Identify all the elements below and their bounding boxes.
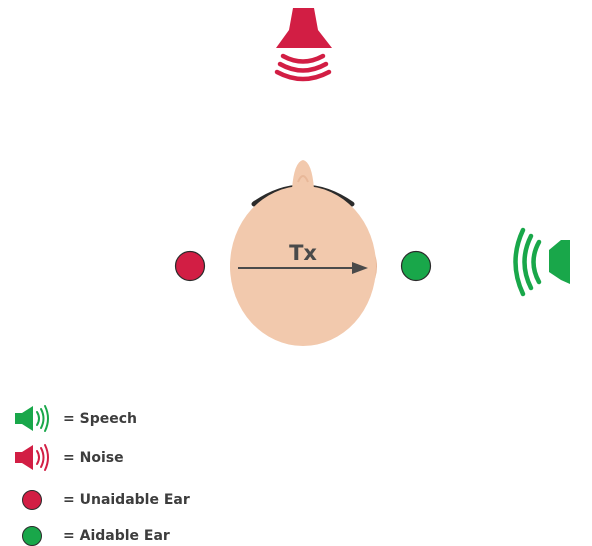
legend-aidable-ear-icon [22, 526, 42, 546]
legend-speech-label: = Speech [63, 411, 137, 427]
head-icon [230, 160, 377, 346]
legend-noise-icon [15, 444, 49, 471]
direction-arrow [238, 262, 368, 274]
legend-noise-label: = Noise [63, 450, 124, 466]
legend-speech-icon [15, 405, 49, 432]
legend-unaidable-ear-label: = Unaidable Ear [63, 492, 190, 508]
speech-speaker-icon [513, 227, 570, 297]
noise-speaker-icon [274, 8, 332, 82]
legend-aidable-ear-label: = Aidable Ear [63, 528, 170, 544]
legend-unaidable-ear-icon [22, 490, 42, 510]
aidable-ear-icon [400, 250, 432, 282]
unaidable-ear-icon [174, 250, 206, 282]
head-label: Tx [289, 241, 317, 265]
